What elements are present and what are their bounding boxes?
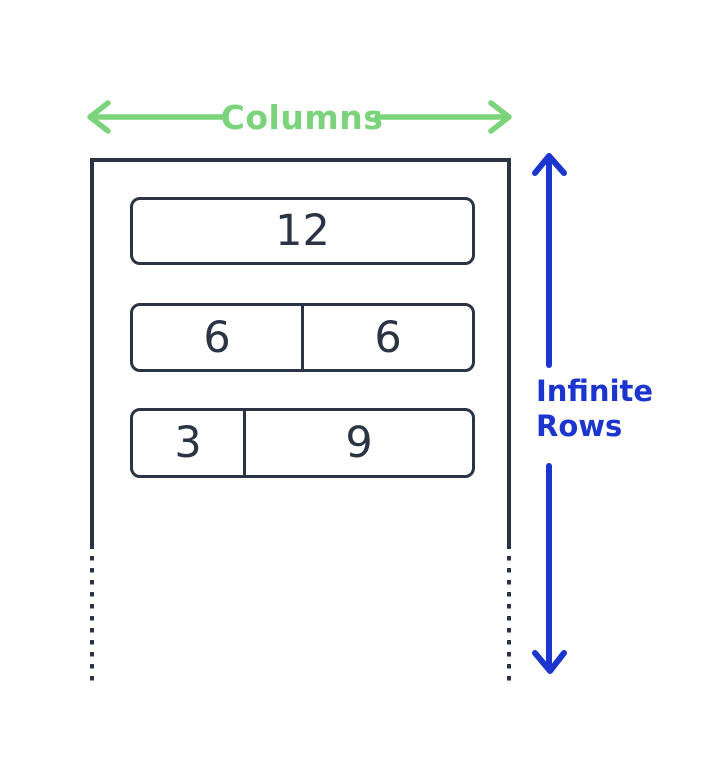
- rows-label-line2: Rows: [536, 408, 623, 443]
- arrow-down-icon: [532, 463, 567, 674]
- cell-label: 6: [203, 312, 231, 363]
- grid-cell-12: 12: [133, 200, 472, 262]
- columns-axis-arrow: Columns: [85, 94, 515, 140]
- cell-label: 9: [345, 418, 373, 468]
- rows-label-line1: Infinite: [536, 374, 654, 408]
- left-dotted-edge: [90, 556, 94, 682]
- grid-row-12: 12: [130, 197, 475, 265]
- arrow-left-head: [87, 100, 111, 134]
- columns-label: Columns: [220, 97, 384, 137]
- grid-cell-6-right: 6: [301, 306, 472, 369]
- rows-label: Infinite Rows: [536, 374, 676, 444]
- columns-double-arrow-icon: [87, 100, 512, 134]
- arrow-down-head: [532, 650, 567, 674]
- right-dotted-edge: [507, 556, 511, 682]
- grid-row-6-6: 6 6: [130, 303, 475, 372]
- grid-cell-3: 3: [133, 411, 243, 475]
- grid-cell-9: 9: [243, 411, 472, 475]
- cell-label: 3: [174, 418, 202, 468]
- cell-label: 12: [275, 206, 330, 256]
- grid-row-3-9: 3 9: [130, 408, 475, 478]
- grid-cell-6-left: 6: [133, 306, 301, 369]
- arrow-up-icon: [532, 153, 567, 368]
- cell-label: 6: [374, 312, 402, 363]
- grid-container-frame: [90, 158, 511, 549]
- arrow-right-head: [488, 100, 512, 134]
